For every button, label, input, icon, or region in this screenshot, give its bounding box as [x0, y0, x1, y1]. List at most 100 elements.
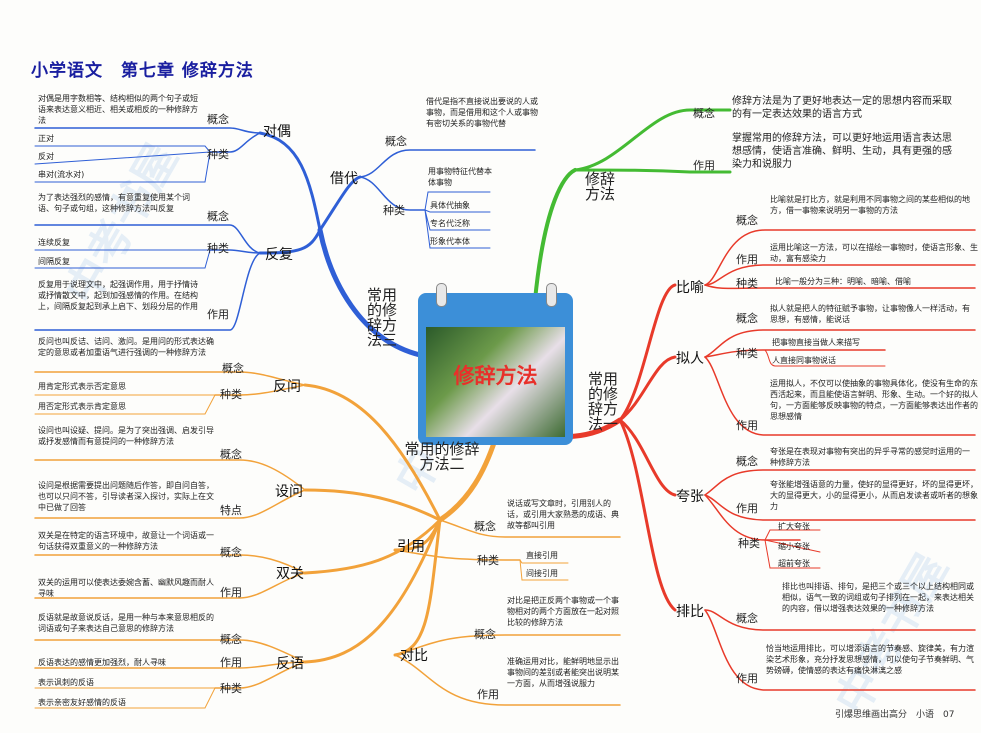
fanfu-use: 反复用于说理文中，起强调作用，用于抒情诗或抒情散文中，起到加强感情的作用。在结构… [38, 280, 198, 311]
kuazhang-kind-2: 缩小夸张 [778, 542, 810, 551]
shewen-concept: 设问也叫设疑、提问。是为了突出强调、启发引导或抒发感情而有意提问的一种修辞方法 [38, 426, 214, 446]
jiedai-kind-2: 具体代抽象 [430, 201, 470, 210]
page-title: 小学语文 第七章 修辞方法 [31, 61, 254, 81]
niren-concept: 拟人就是把人的特征赋予事物，让事物像人一样活动，有思想，有感情，能说话 [770, 304, 970, 324]
label: 种类 [220, 682, 242, 695]
xiuci-use-label: 作用 [693, 159, 715, 172]
label: 种类 [207, 242, 229, 255]
label: 概念 [207, 113, 229, 126]
red-link [618, 418, 677, 612]
branch-title-orange: 常用的修辞方法二 [404, 440, 480, 473]
biyu-use: 运用比喻这一方法，可以在描绘一事物时，使语言形象、生动，富有感染力 [770, 243, 978, 263]
kuazhang-use: 夸张能增强语意的力量，使好的显得更好，坏的显得更坏，大的显得更大，小的显得更小，… [770, 480, 978, 511]
jiedai-kind-3: 专名代泛称 [430, 219, 470, 228]
green-trunk [533, 168, 577, 302]
green-link [573, 108, 732, 172]
branch-title-red: 常用的修辞方法一 [587, 370, 618, 433]
label: 概念 [474, 520, 496, 533]
ring-icon [546, 283, 557, 307]
duiou-kind-1: 正对 [38, 134, 54, 143]
yinyong-node: 引用 [397, 539, 425, 555]
fanwen-concept: 反问也叫反诘、诘问、激问。是用问的形式表达确定的意思或者加重语气进行强调的一种修… [38, 337, 214, 357]
label: 种类 [383, 204, 405, 217]
xiuci-concept: 修辞方法是为了更好地表达一定的思想内容而采取的有一定表达效果的语言方式 [732, 96, 952, 120]
jiedai-kind-1: 用事物特征代替本体事物 [428, 167, 492, 187]
shuangguan-concept: 双关是在特定的语言环境中，故意让一个词语或一句话获得双重意义的一种修辞方法 [38, 531, 214, 551]
duiou-node: 对偶 [263, 124, 291, 140]
fanfu-kind-2: 间隔反复 [38, 257, 70, 266]
biyu-concept: 比喻就是打比方，就是利用不同事物之间的某些相似的地方，借一事物来说明另一事物的方… [770, 195, 970, 215]
xiuci-concept-label: 概念 [693, 107, 715, 120]
green-link [573, 168, 732, 174]
label: 概念 [220, 448, 242, 461]
fanfu-node: 反复 [265, 247, 293, 263]
branch-title-green: 修辞方法 [584, 170, 615, 203]
label: 作用 [736, 672, 758, 685]
duibi-concept: 对比是把正反两个事物或一个事物相对的两个方面放在一起对照比较的修辞方法 [507, 596, 619, 627]
niren-kind-1: 把事物直接当做人来描写 [772, 338, 860, 347]
paibi-node: 排比 [676, 604, 704, 620]
shuangguan-node: 双关 [276, 566, 304, 582]
label: 概念 [736, 612, 758, 625]
footer: 引爆思维画出高分 小语 07 [835, 710, 955, 720]
duibi-use: 准确运用对比，能鲜明地显示出事物间的差别或者能突出说明某一方面，从而增强说服力 [507, 657, 619, 688]
label: 作用 [736, 253, 758, 266]
red-link [618, 283, 677, 422]
label: 作用 [220, 586, 242, 599]
red-link [618, 355, 677, 422]
fanyu-use: 反语表达的感情更加强烈，耐人寻味 [38, 658, 166, 667]
yinyong-kind-1: 直接引用 [526, 551, 558, 560]
fanfu-kind-1: 连续反复 [38, 238, 70, 247]
fanyu-kind-1: 表示讽刺的反语 [38, 678, 94, 687]
kuazhang-kind-3: 超前夸张 [778, 559, 810, 568]
niren-node: 拟人 [676, 351, 704, 367]
fanfu-concept: 为了表达强烈的感情，有意重复使用某个词语、句子或句组，这种修辞方法叫反复 [38, 193, 190, 213]
ring-icon [436, 283, 447, 307]
jiedai-concept: 借代是指不直接说出要说的人或事物，而是借用和这个人或事物有密切关系的事物代替 [426, 97, 538, 128]
yinyong-kind-2: 间接引用 [526, 569, 558, 578]
label: 概念 [220, 546, 242, 559]
shewen-feature: 设问是根据需要提出问题随后作答，即自问自答，也可以只问不答，引导读者深入探讨，实… [38, 481, 214, 512]
duiou-kind-3: 串对(流水对) [38, 170, 85, 179]
shewen-node: 设问 [275, 484, 303, 500]
blue-trunk [317, 227, 423, 358]
fanyu-concept: 反语就是故意说反话，是用一种与本来意思相反的词语或句子来表达自己意思的修辞方法 [38, 613, 214, 633]
duiou-concept: 对偶是用字数相等、结构相似的两个句子或短语来表达意义相近、相关或相反的一种修辞方… [38, 94, 198, 125]
blossom-photo [426, 327, 565, 437]
label: 种类 [220, 388, 242, 401]
label: 种类 [207, 148, 229, 161]
label: 作用 [736, 502, 758, 515]
fanwen-node: 反问 [273, 379, 301, 395]
label: 作用 [736, 419, 758, 432]
label: 种类 [738, 537, 760, 550]
jiedai-node: 借代 [330, 171, 358, 187]
branch-title-blue: 常用的修辞方法三 [366, 286, 397, 349]
niren-use: 运用拟人，不仅可以使抽象的事物具体化，使没有生命的东西活起来，而且能使语言鲜明、… [770, 379, 978, 421]
shuangguan-use: 双关的运用可以使表达委婉含蓄、幽默风趣而耐人寻味 [38, 578, 214, 598]
red-link [618, 418, 677, 497]
center-title: 修辞方法 [453, 364, 538, 388]
label: 作用 [220, 656, 242, 669]
label: 概念 [222, 362, 244, 375]
jiedai-kind-4: 形象代本体 [430, 237, 470, 246]
paibi-concept: 排比也叫排语、排句，是把三个或三个以上结构相同或相似，语气一致的词组或句子排列在… [782, 582, 974, 613]
paibi-use: 恰当地运用排比，可以增添语言的节奏感、旋律美，有力渲染艺术形象，充分抒发思想感情… [766, 644, 974, 675]
label: 作用 [207, 308, 229, 321]
label: 种类 [736, 347, 758, 360]
orange-trunk [437, 437, 498, 523]
label: 概念 [474, 628, 496, 641]
label: 种类 [736, 277, 758, 290]
duiou-kind-2: 反对 [38, 152, 54, 161]
label: 作用 [477, 688, 499, 701]
label: 概念 [736, 214, 758, 227]
label: 种类 [477, 554, 499, 567]
biyu-kind: 比喻一般分为三种：明喻、暗喻、借喻 [775, 277, 911, 286]
kuazhang-kind-1: 扩大夸张 [778, 522, 810, 531]
biyu-node: 比喻 [676, 280, 704, 296]
niren-kind-2: 人直接同事物说话 [772, 356, 836, 365]
fanyu-kind-2: 表示亲密友好感情的反语 [38, 698, 126, 707]
label: 概念 [220, 633, 242, 646]
fanwen-kind-2: 用否定形式表示肯定意思 [38, 402, 126, 411]
